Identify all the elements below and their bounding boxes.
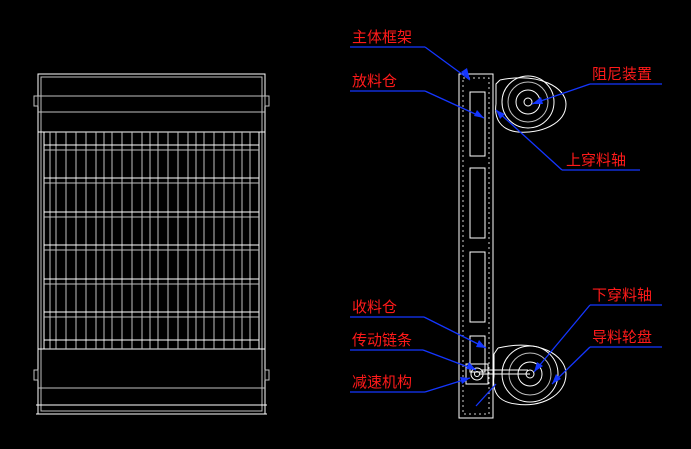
label-reducer: 减速机构 [352, 373, 412, 391]
grille-horizontal-bars [44, 144, 259, 341]
side-view-machine [458, 73, 567, 419]
reducer-motor [465, 363, 489, 385]
label-collect-bin: 收料仓 [352, 298, 397, 316]
label-drive-chain: 传动链条 [352, 331, 412, 349]
front-view-machine [33, 73, 270, 415]
label-upper-shaft: 上穿料轴 [566, 151, 626, 169]
leader-lines [350, 46, 662, 407]
grille-vertical-bars [49, 132, 251, 349]
label-lower-shaft: 下穿料轴 [592, 286, 652, 304]
label-guide-reel: 导料轮盘 [592, 328, 652, 346]
label-damping-device: 阻尼装置 [592, 65, 652, 83]
lower-reel [480, 344, 567, 406]
upper-reel [495, 75, 567, 133]
label-feed-bin: 放料仓 [352, 72, 397, 90]
label-main-frame: 主体框架 [352, 28, 412, 46]
